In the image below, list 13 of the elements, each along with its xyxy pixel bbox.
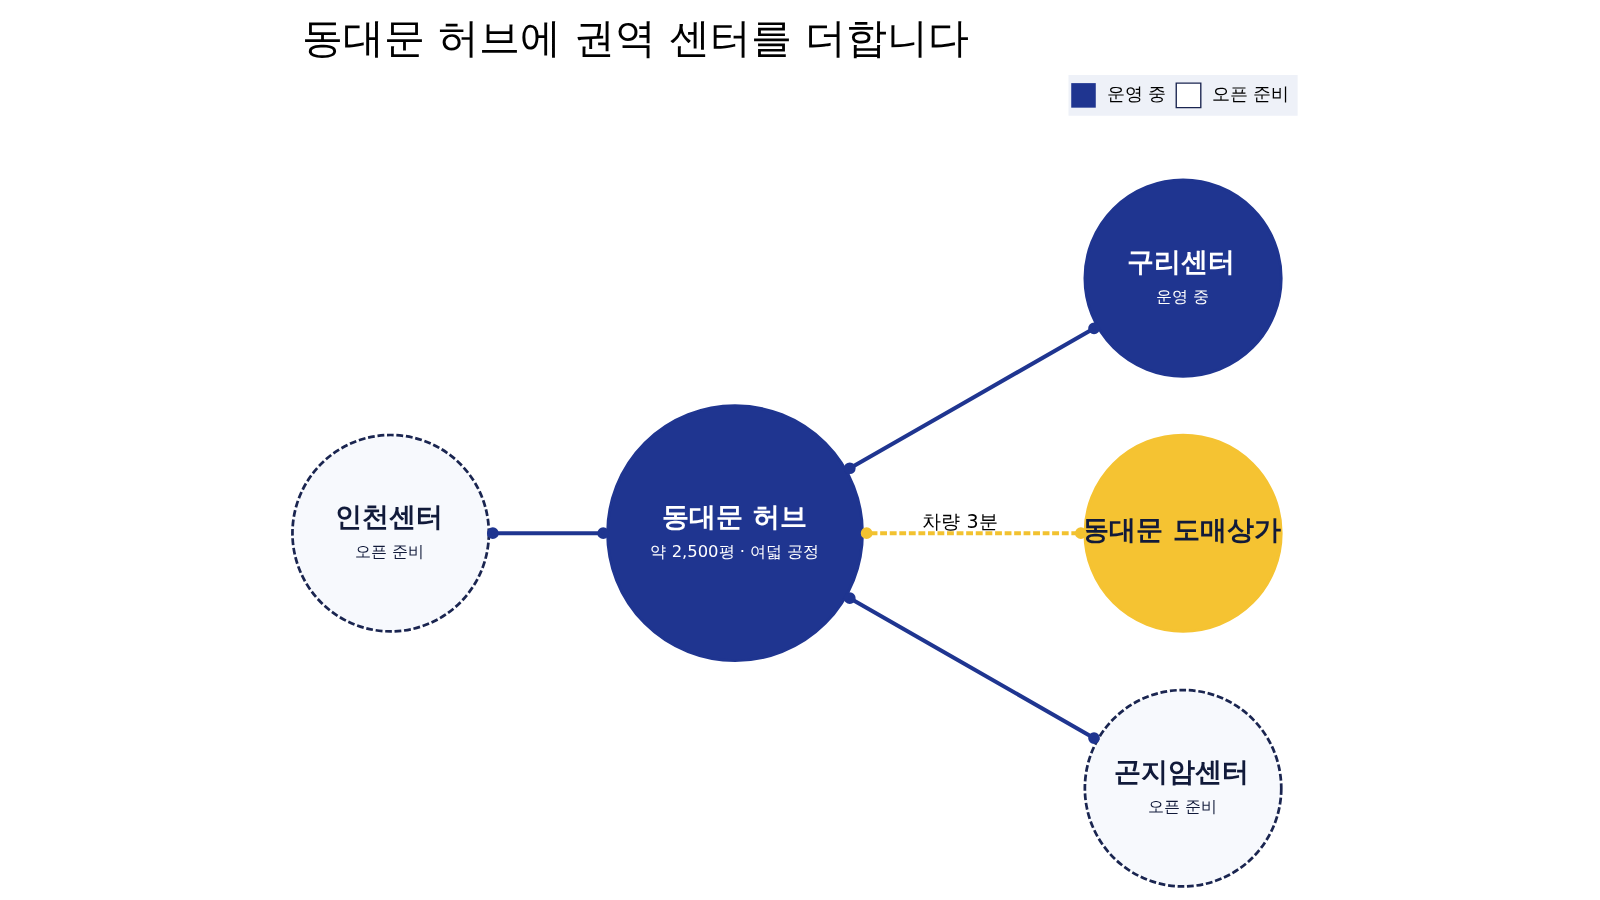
connector	[843, 322, 1100, 475]
connector	[860, 527, 1087, 540]
node-circle: 인천센터 오픈 준비	[290, 433, 490, 633]
node-circle: 곤지암센터 오픈 준비	[1083, 688, 1283, 888]
node-circle: 구리센터 운영 중	[1083, 178, 1283, 378]
legend-label: 운영 중	[1106, 84, 1166, 105]
diagram-title: 동대문 허브에 권역 센터를 더합니다	[301, 13, 969, 62]
legend-label: 오픈 준비	[1211, 84, 1289, 105]
edge-label: 차량 3분	[921, 510, 998, 534]
connector	[843, 592, 1100, 744]
connector	[486, 527, 609, 540]
node-circle: 동대문 허브 약 2,500평 · 여덟 공정	[605, 404, 864, 663]
node-circle: 동대문 도매상가	[1083, 433, 1283, 633]
